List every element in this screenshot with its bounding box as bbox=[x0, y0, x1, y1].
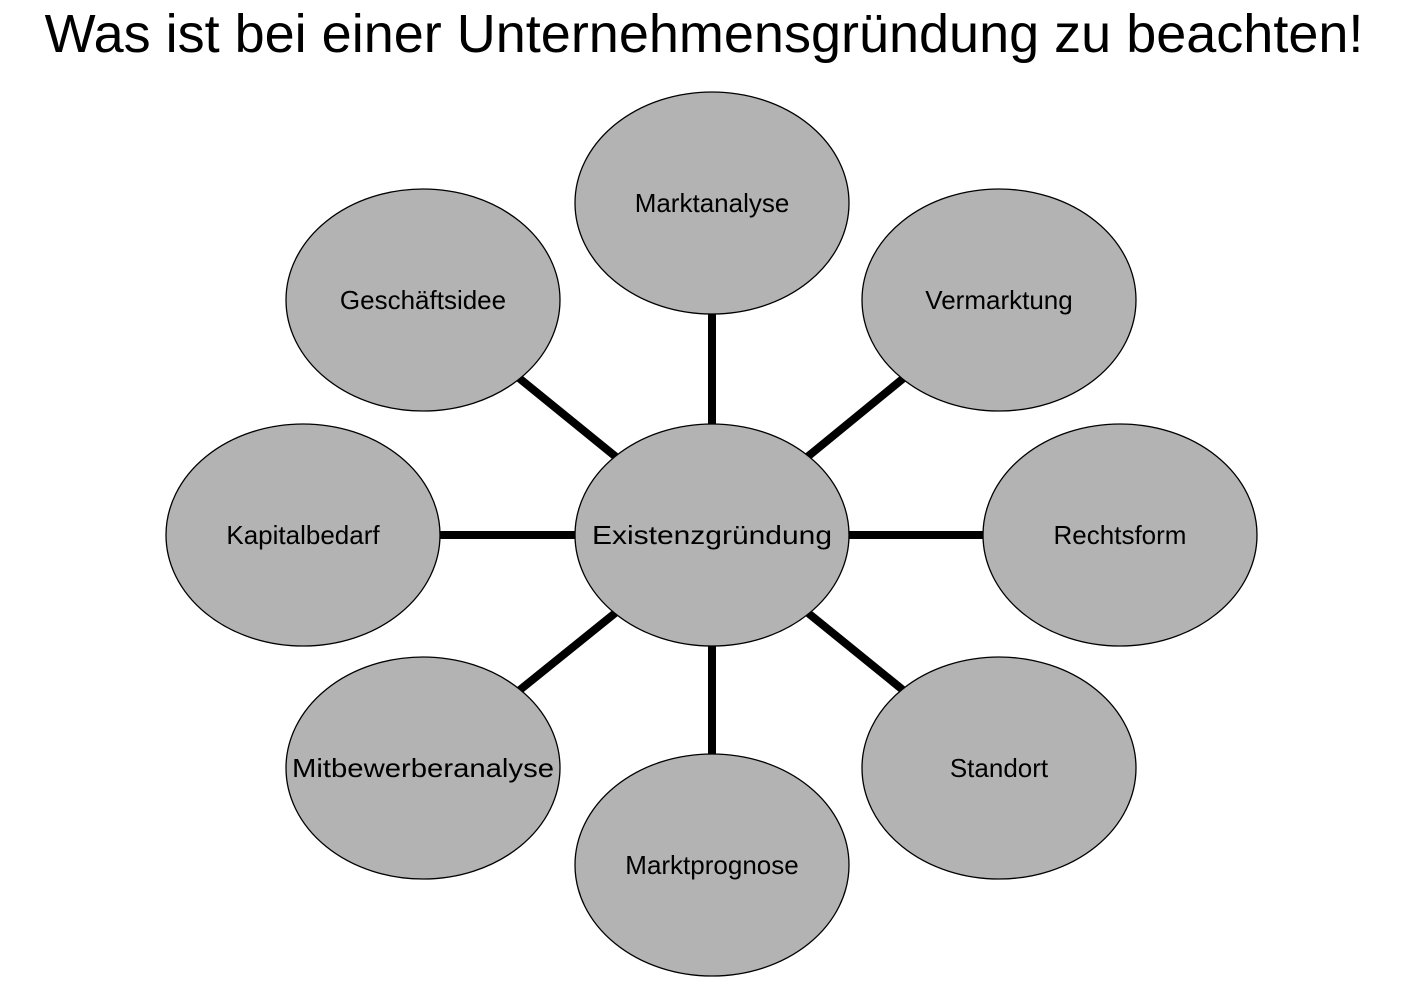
footer-text: campus bbox=[670, 952, 730, 971]
node-rechtsform: Rechtsform bbox=[982, 423, 1258, 647]
node-vermarktung-ellipse bbox=[861, 188, 1137, 412]
node-geschaeftsidee-label: Geschäftsidee bbox=[340, 285, 506, 315]
node-standort-label: Standort bbox=[950, 753, 1049, 783]
node-center-label: Existenzgründung bbox=[592, 520, 832, 550]
node-geschaeftsidee-ellipse bbox=[285, 188, 561, 412]
node-mitbewerberanalyse: Mitbewerberanalyse bbox=[285, 656, 561, 880]
node-rechtsform-label: Rechtsform bbox=[1054, 520, 1187, 550]
node-geschaeftsidee: Geschäftsidee bbox=[285, 188, 561, 412]
node-mitbewerberanalyse-label: Mitbewerberanalyse bbox=[292, 753, 554, 783]
node-kapitalbedarf-label: Kapitalbedarf bbox=[226, 520, 380, 550]
node-kapitalbedarf: Kapitalbedarf bbox=[165, 423, 441, 647]
node-standort-ellipse bbox=[861, 656, 1137, 880]
node-vermarktung: Vermarktung bbox=[861, 188, 1137, 412]
node-rechtsform-ellipse bbox=[982, 423, 1258, 647]
node-standort: Standort bbox=[861, 656, 1137, 880]
node-marktanalyse-ellipse bbox=[574, 91, 850, 315]
node-center: Existenzgründung bbox=[574, 423, 850, 647]
node-marktanalyse-label: Marktanalyse bbox=[635, 188, 790, 218]
node-marktanalyse: Marktanalyse bbox=[574, 91, 850, 315]
node-kapitalbedarf-ellipse bbox=[165, 423, 441, 647]
page-title: Was ist bei einer Unternehmensgründung z… bbox=[44, 4, 1364, 64]
node-mitbewerberanalyse-ellipse bbox=[285, 656, 561, 880]
node-vermarktung-label: Vermarktung bbox=[925, 285, 1072, 315]
node-center-ellipse bbox=[574, 423, 850, 647]
